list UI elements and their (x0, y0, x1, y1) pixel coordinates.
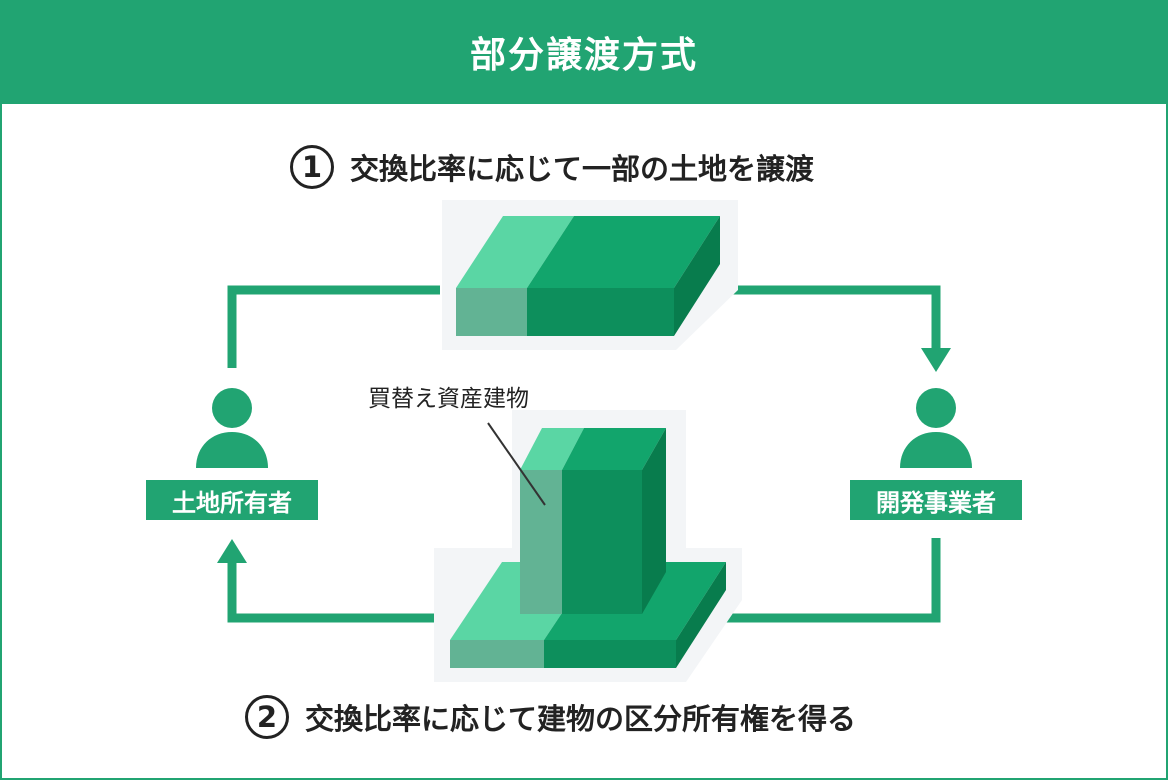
land-front-light (456, 288, 527, 336)
page-title: 部分譲渡方式 (469, 35, 698, 76)
landowner-label: 土地所有者 (146, 480, 318, 520)
land-slab-top (442, 200, 738, 350)
arrow-land-to-developer (725, 285, 941, 350)
arrowhead-up-icon (217, 539, 247, 563)
step-1-text: 交換比率に応じて一部の土地を譲渡 (350, 152, 815, 186)
arrow-owner-to-land (227, 285, 440, 368)
step-1-number-badge: 1 (290, 145, 334, 189)
tower-top-dark (562, 428, 666, 470)
building-leader-line (487, 422, 546, 506)
land-front-dark (527, 288, 674, 336)
base-front-dark (544, 640, 676, 668)
developer-person-icon (900, 388, 972, 468)
land-top-face-dark (527, 216, 720, 288)
building-label: 買替え資産建物 (368, 386, 529, 412)
header-bar: 部分譲渡方式 (0, 0, 1168, 104)
building-block (434, 410, 742, 682)
base-front-light (450, 640, 544, 668)
tower-front-dark (562, 470, 642, 614)
tower-front-light (520, 470, 562, 614)
arrow-building-to-owner (227, 562, 440, 623)
land-top-face-light (456, 216, 574, 288)
step-2-text: 交換比率に応じて建物の区分所有権を得る (305, 702, 857, 736)
tower-side (642, 428, 666, 614)
step-2-caption: 2 交換比率に応じて建物の区分所有権を得る (245, 695, 856, 739)
tower-top-light (520, 428, 584, 470)
developer-label: 開発事業者 (850, 480, 1022, 520)
land-side (674, 216, 720, 336)
arrowhead-down-icon (921, 348, 951, 372)
base-side (676, 562, 726, 668)
step-1-caption: 1 交換比率に応じて一部の土地を譲渡 (290, 145, 814, 189)
flow-arrows (217, 285, 951, 623)
step-2-number-badge: 2 (245, 695, 289, 739)
arrow-developer-to-building (725, 538, 941, 623)
landowner-person-icon (196, 388, 268, 468)
